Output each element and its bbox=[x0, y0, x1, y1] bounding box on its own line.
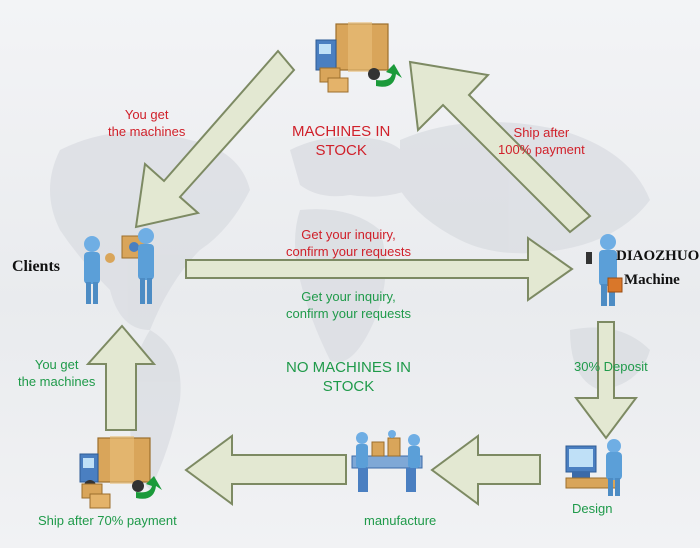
label-line: You get bbox=[124, 107, 169, 122]
arrow-clients-to-machine bbox=[185, 236, 574, 302]
label-line: STOCK bbox=[322, 378, 375, 395]
label-inquiry-red: Get your inquiry, confirm your requests bbox=[286, 226, 411, 260]
label-ship-after-70: Ship after 70% payment bbox=[38, 513, 177, 528]
label-line: Ship after bbox=[513, 125, 570, 140]
delivery-truck-icon bbox=[79, 436, 162, 509]
label-line: Get your inquiry, bbox=[301, 289, 396, 304]
label-machines-in-stock: MACHINES IN STOCK bbox=[292, 122, 390, 160]
label-inquiry-green: Get your inquiry, confirm your requests bbox=[286, 288, 411, 322]
label-design: Design bbox=[572, 501, 613, 516]
label-you-get-left: You get the machines bbox=[18, 356, 95, 390]
label-line: MACHINES IN bbox=[292, 123, 391, 140]
designer-computer-icon bbox=[565, 439, 622, 496]
label-ship-after-100: Ship after 100% payment bbox=[498, 124, 585, 158]
label-line: confirm your requests bbox=[286, 244, 411, 259]
label-line: You get bbox=[34, 357, 79, 372]
label-company-name-2: Machine bbox=[624, 272, 680, 288]
label-line: confirm your requests bbox=[286, 306, 411, 321]
label-clients: Clients bbox=[12, 258, 60, 275]
label-line: NO MACHINES IN bbox=[286, 359, 412, 376]
arrow-deposit-down bbox=[574, 321, 638, 440]
arrow-truck-to-clients bbox=[85, 324, 157, 431]
label-no-machines: NO MACHINES IN STOCK bbox=[286, 358, 411, 396]
label-manufacture: manufacture bbox=[364, 513, 437, 528]
label-line: Get your inquiry, bbox=[301, 227, 396, 242]
label-line: 100% payment bbox=[498, 142, 585, 157]
arrow-machine-to-stock bbox=[408, 60, 592, 234]
label-line: the machines bbox=[18, 374, 96, 389]
label-line: STOCK bbox=[315, 142, 367, 159]
arrow-design-to-manufacture bbox=[430, 434, 541, 506]
arrow-stock-to-clients bbox=[134, 49, 296, 229]
person-phone-icon bbox=[586, 234, 623, 306]
person-handshake-icon bbox=[84, 228, 154, 304]
label-deposit: 30% Deposit bbox=[574, 359, 648, 374]
arrow-manufacture-to-truck bbox=[184, 434, 347, 506]
factory-workers-icon bbox=[351, 430, 423, 492]
label-you-get-top: You get the machines bbox=[108, 106, 185, 140]
label-line: the machines bbox=[108, 124, 186, 139]
label-company-name-1: DIAOZHUO bbox=[616, 248, 700, 264]
truck-icon bbox=[315, 22, 402, 93]
